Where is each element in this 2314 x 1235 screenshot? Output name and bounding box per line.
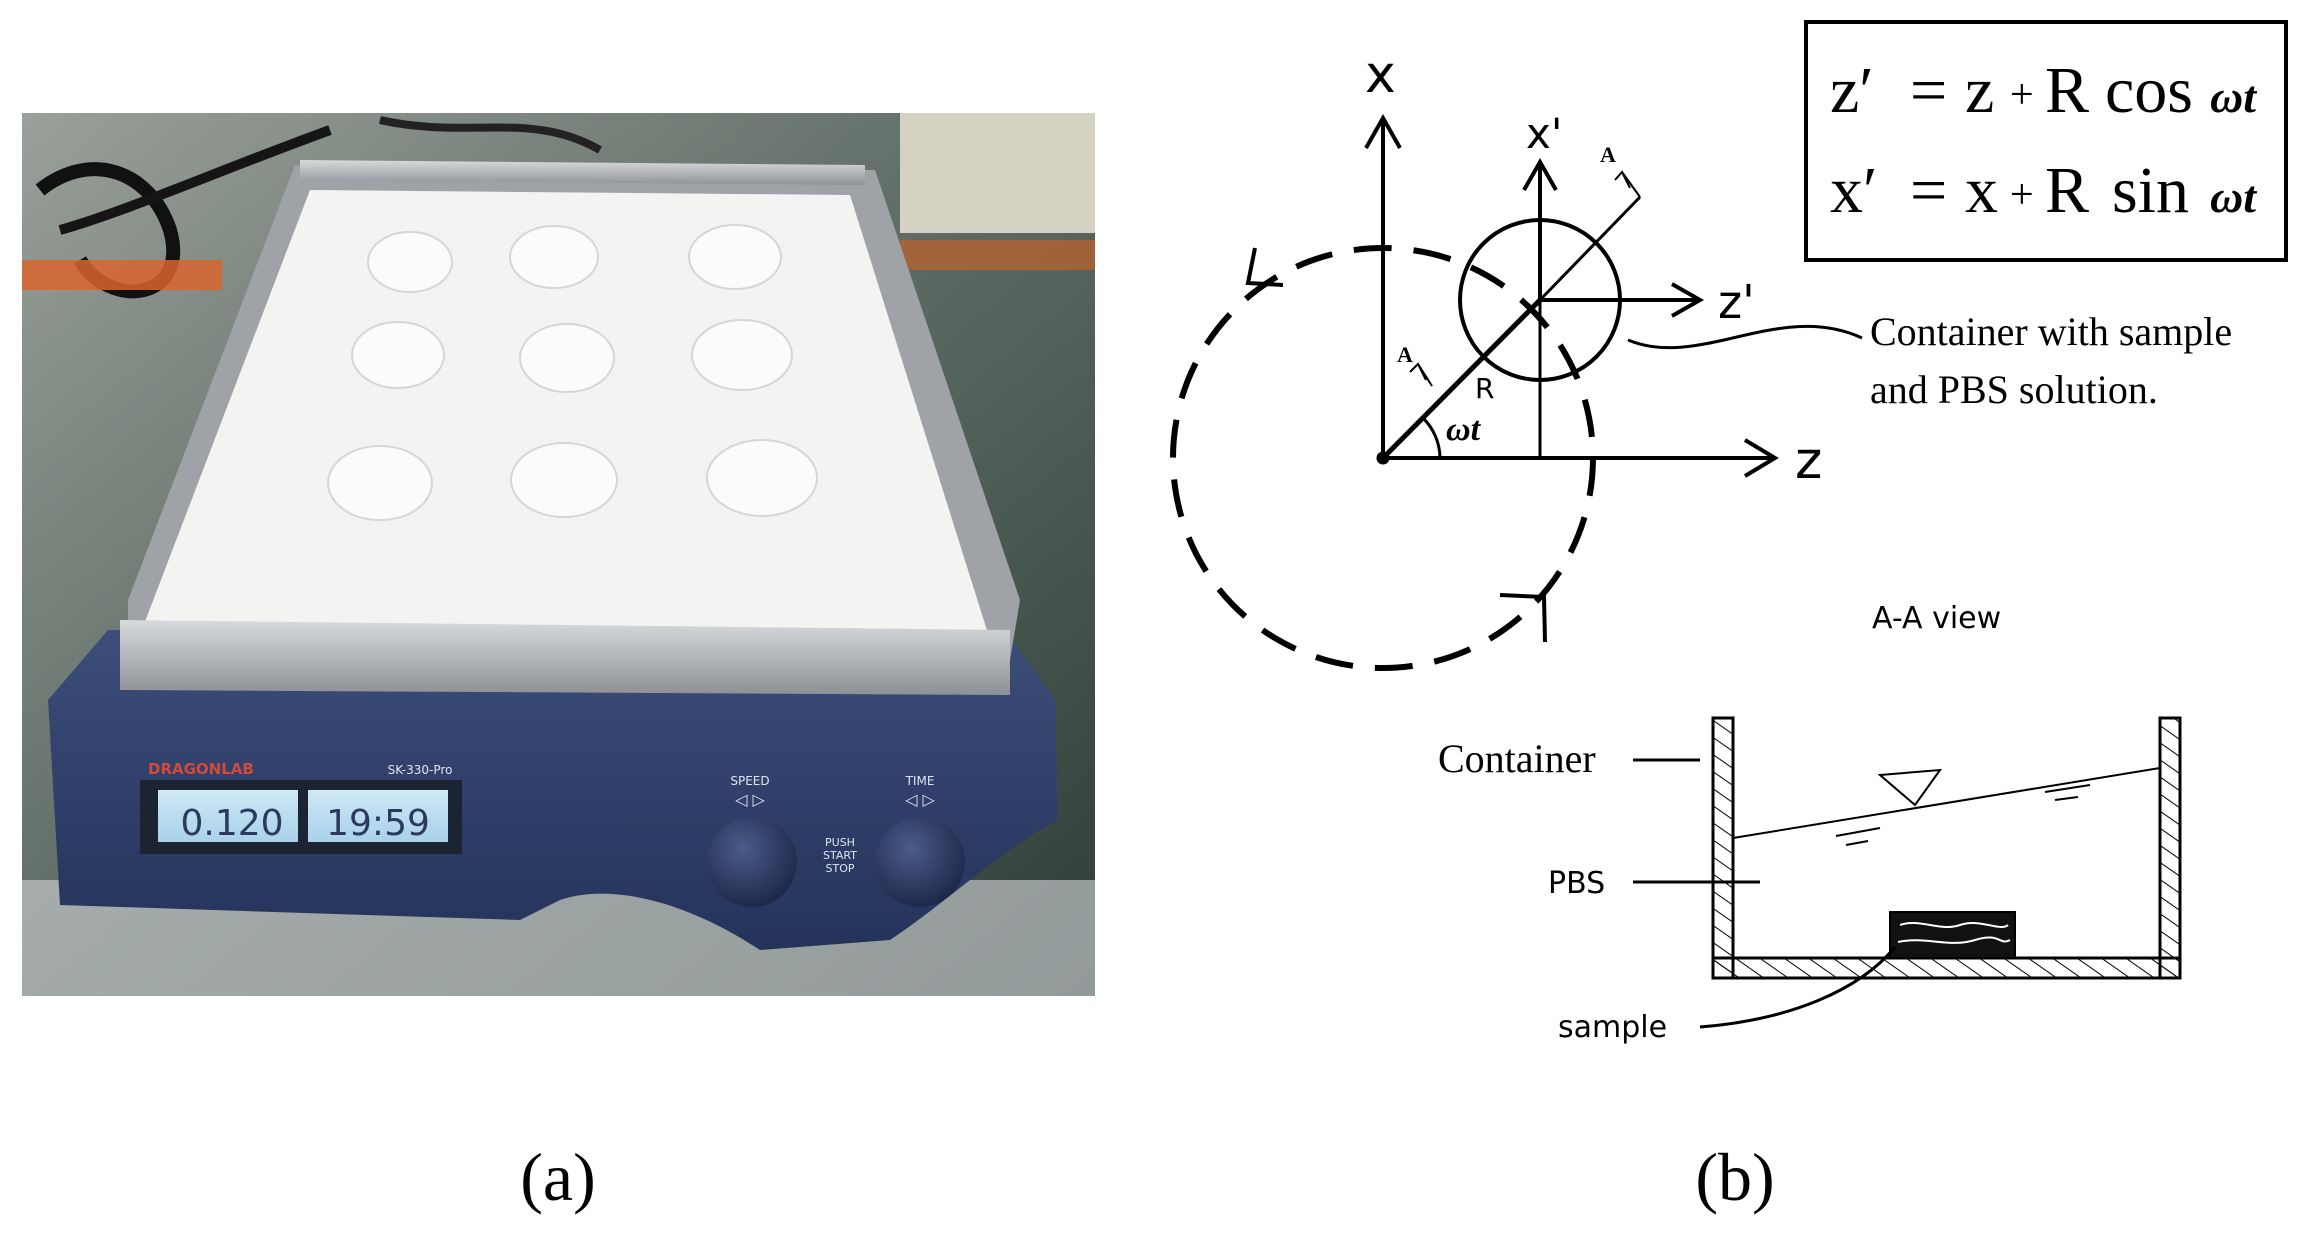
eq-z-arg: ωt [2210, 71, 2257, 122]
pbs-surface-line [1732, 767, 2161, 839]
eq-z-lhs: z′ [1830, 54, 1874, 127]
eq-z-r: R [2045, 54, 2089, 127]
cable [58, 125, 332, 235]
eq-x-r: R [2045, 154, 2089, 227]
section-arrow-left-stem [1417, 363, 1433, 387]
sample-discs [327, 224, 818, 521]
orbit-arrow-bottom [1499, 593, 1547, 643]
orbit-circle [1170, 245, 1596, 671]
water-level-marker [1877, 768, 1943, 807]
eq-x-fn: sin [2112, 154, 2189, 227]
section-label-a-top: A [1600, 142, 1616, 167]
water-ripple [2054, 796, 2079, 801]
caption-b: (b) [1695, 1139, 1774, 1215]
orange-strip [900, 240, 1095, 270]
pbs-label: PBS [1548, 866, 1605, 901]
water-ripple [1835, 827, 1881, 837]
caption-a: (a) [520, 1139, 595, 1215]
tray-back-rail [300, 160, 865, 185]
orbit-arrow-top [1245, 247, 1284, 287]
orange-strip [22, 260, 222, 290]
start-label: START [823, 849, 857, 862]
eq-x-var: x [1965, 154, 1998, 227]
equation-z: z′ = z + R cos ωt [1830, 54, 2257, 127]
model-label: SK-330-Pro [388, 763, 453, 777]
time-display-value: 19:59 [326, 803, 430, 844]
sample-texture [1899, 921, 2009, 929]
angle-arc [1421, 416, 1442, 459]
axis-x-label: x [1365, 45, 1396, 105]
eq-x-arg: ωt [2210, 171, 2257, 222]
eq-z-fn: cos [2105, 54, 2193, 127]
eq-x-lhs: x′ [1830, 154, 1877, 227]
radius-label: R [1475, 372, 1494, 405]
container-note-line-2: and PBS solution. [1870, 367, 2158, 412]
sample-label: sample [1558, 1010, 1667, 1045]
speed-display [158, 790, 298, 842]
axis-x-arrowhead [1364, 113, 1402, 149]
tray-plate [138, 190, 990, 640]
water-ripple [1845, 840, 1869, 846]
panel-b-diagram [1170, 20, 2288, 1029]
eq-x-plus: + [2010, 172, 2034, 218]
section-view-title: A-A view [1872, 601, 2001, 636]
push-label: PUSH [825, 836, 855, 849]
container-note-line-1: Container with sample [1870, 309, 2232, 354]
eq-z-var: z [1965, 54, 1994, 127]
eq-z-plus: + [2010, 72, 2034, 118]
axis-z-prime-label: z' [1718, 275, 1755, 329]
axis-z-label: z [1795, 431, 1822, 491]
section-label-a-left: A [1397, 342, 1413, 367]
container-bottom [1711, 956, 2182, 980]
sample-leader [1699, 946, 1897, 1029]
radius-line [1381, 298, 1542, 460]
eq-x-equals: = [1910, 154, 1947, 227]
stop-label: STOP [826, 862, 855, 875]
water-ripple [2044, 784, 2091, 793]
equation-x: x′ = x + R sin ωt [1830, 154, 2257, 227]
speed-label: SPEED [730, 774, 769, 788]
axis-z-prime-arrowhead [1671, 282, 1705, 318]
axis-x-prime-arrowhead [1522, 157, 1558, 191]
container-note-leader [1627, 324, 1863, 350]
radius-extension [1538, 195, 1642, 302]
container-label: Container [1438, 736, 1596, 781]
axis-z-arrowhead [1743, 438, 1779, 478]
sample-texture [1897, 936, 2011, 944]
speed-display-value: 0.120 [180, 803, 283, 844]
time-arrows-icon: ◁ ▷ [904, 790, 935, 809]
panel-a-photo: 0.120 19:59 DRAGONLAB SK-330-Pro SPEED T… [22, 113, 1095, 996]
shaker-base [48, 630, 1058, 950]
container-wall-right [2158, 716, 2182, 980]
angle-label: ωt [1446, 411, 1482, 448]
time-display [308, 790, 448, 842]
container-wall-left [1711, 716, 1735, 980]
tray-front-rail [120, 620, 1010, 695]
speed-knob [707, 817, 797, 907]
brand-logo: DRAGONLAB [148, 760, 254, 778]
cable [379, 116, 602, 154]
speed-arrows-icon: ◁ ▷ [734, 790, 765, 809]
eq-z-equals: = [1910, 54, 1947, 127]
axis-x-prime-label: x' [1526, 109, 1562, 158]
time-knob [875, 817, 965, 907]
equation-box [1804, 20, 2288, 262]
sample-block [1889, 911, 2016, 959]
section-arrow-top-stem [1621, 171, 1641, 198]
time-label: TIME [905, 774, 935, 788]
background-box [900, 113, 1095, 233]
